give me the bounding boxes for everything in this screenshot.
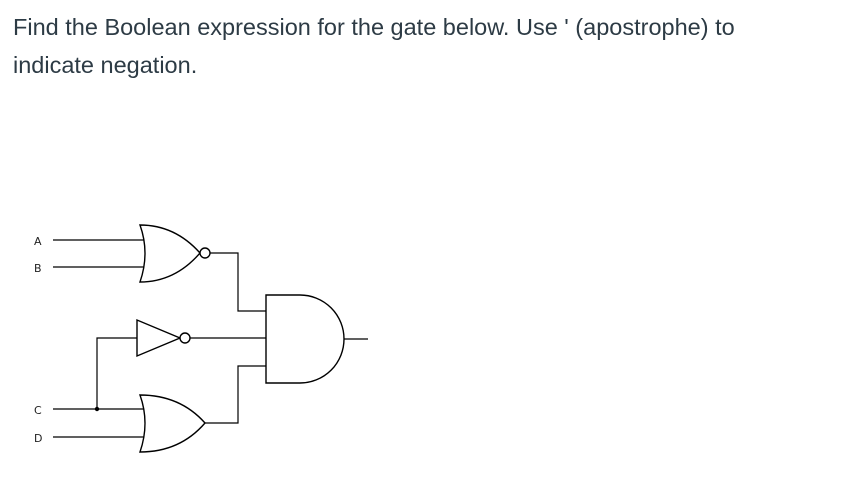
not-gate-bubble <box>179 332 191 344</box>
and-gate <box>265 294 345 384</box>
wire-or-output <box>205 365 266 424</box>
input-label-c: C <box>34 404 42 417</box>
question-text: Find the Boolean expression for the gate… <box>13 8 839 84</box>
input-label-d: D <box>34 432 42 445</box>
wire-nor-output <box>210 252 266 312</box>
or-gate <box>139 394 206 453</box>
input-label-a: A <box>34 235 42 248</box>
wire-c-branch <box>96 337 137 409</box>
nor-gate-bubble <box>199 247 211 259</box>
not-gate <box>136 318 182 358</box>
question-line-1: Find the Boolean expression for the gate… <box>13 14 735 40</box>
question-line-2: indicate negation. <box>13 52 198 78</box>
nor-gate <box>139 224 201 283</box>
input-label-b: B <box>34 262 42 275</box>
